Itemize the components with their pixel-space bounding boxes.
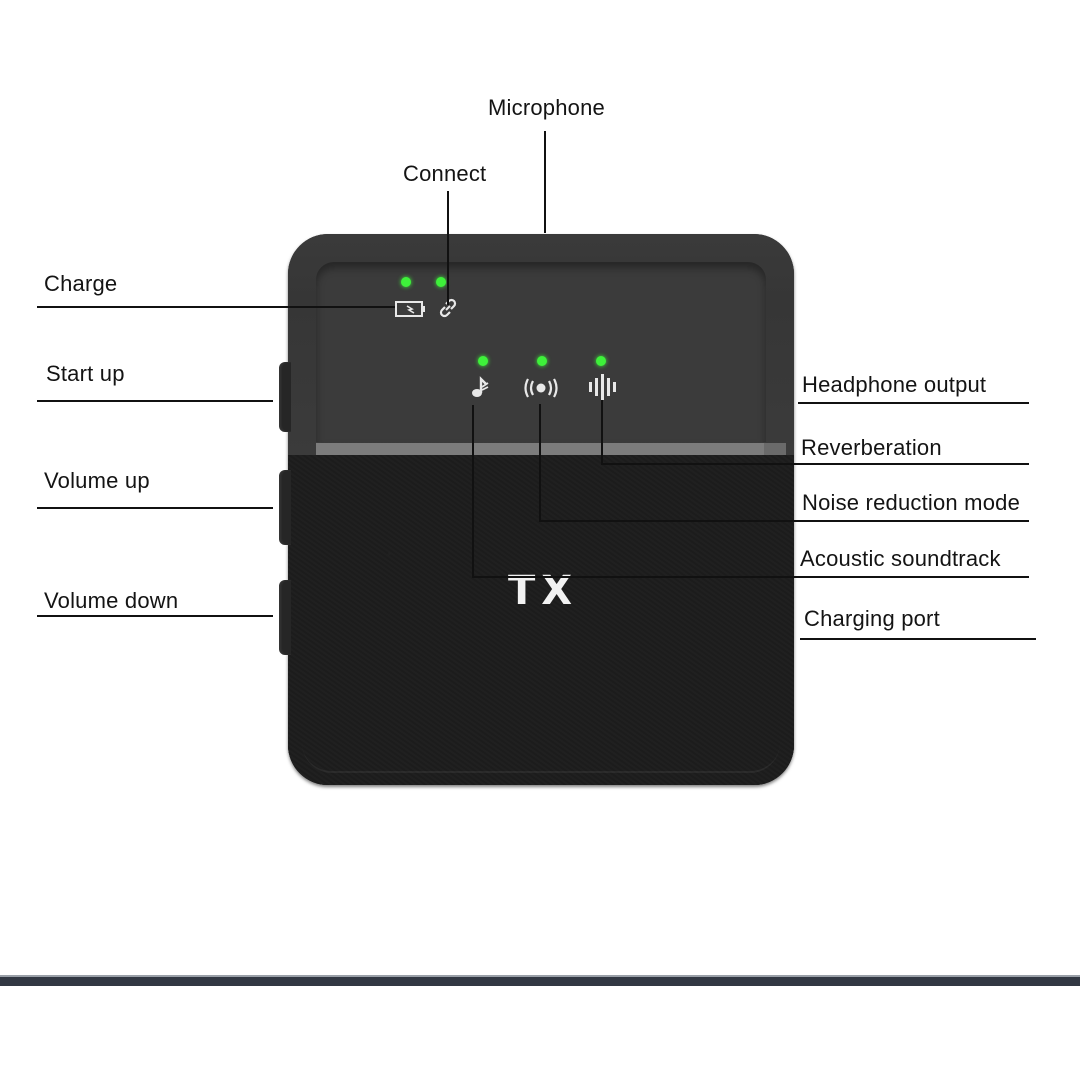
label-start-up: Start up (46, 361, 125, 386)
label-noise-reduction-mode: Noise reduction mode (802, 490, 1021, 515)
device-light-strip-end (764, 443, 786, 455)
label-charge: Charge (44, 271, 118, 296)
leader-line-reverberation (601, 463, 1029, 465)
start-up-button[interactable] (279, 362, 291, 432)
transmitter-device (288, 234, 794, 785)
charge-led (401, 277, 411, 287)
connect-led (436, 277, 446, 287)
volume-up-button[interactable] (279, 470, 291, 545)
leader-line-reverberation-vertical (601, 400, 603, 464)
leader-line-acoustic-soundtrack (472, 576, 1029, 578)
label-volume-down: Volume down (44, 588, 179, 613)
leader-line-headphone-output (798, 402, 1029, 404)
noise-reduction-led (537, 356, 547, 366)
label-acoustic-soundtrack: Acoustic soundtrack (800, 546, 1001, 571)
leader-line-noise-reduction-vertical (539, 404, 541, 521)
label-volume-up: Volume up (44, 468, 150, 493)
device-leather-body (288, 455, 794, 785)
device-bottom-edge (302, 731, 780, 773)
label-charging-port: Charging port (804, 606, 940, 631)
label-reverberation: Reverberation (801, 435, 942, 460)
acoustic-led (478, 356, 488, 366)
leader-line-acoustic-vertical (472, 405, 474, 577)
leader-line-volume-down (37, 615, 273, 617)
leader-line-volume-up (37, 507, 273, 509)
leader-line-noise-reduction-mode (539, 520, 1029, 522)
label-microphone: Microphone (488, 95, 605, 120)
label-headphone-output: Headphone output (802, 372, 987, 397)
music-note-icon (472, 376, 489, 397)
bottom-divider-bar (0, 975, 1080, 986)
leader-line-connect (447, 191, 449, 305)
leader-line-charge (37, 306, 395, 308)
device-light-strip (316, 443, 766, 455)
device-model-mark: TX (508, 568, 579, 614)
broadcast-icon (524, 378, 558, 398)
leader-line-charging-port (800, 638, 1036, 640)
volume-down-button[interactable] (279, 580, 291, 655)
label-connect: Connect (403, 161, 487, 186)
leader-line-microphone (544, 131, 546, 233)
reverberation-led (596, 356, 606, 366)
device-display-rim (316, 262, 766, 442)
link-icon (439, 298, 457, 318)
battery-charging-icon (395, 301, 425, 317)
leader-line-start-up (37, 400, 273, 402)
sound-wave-icon (589, 374, 616, 400)
